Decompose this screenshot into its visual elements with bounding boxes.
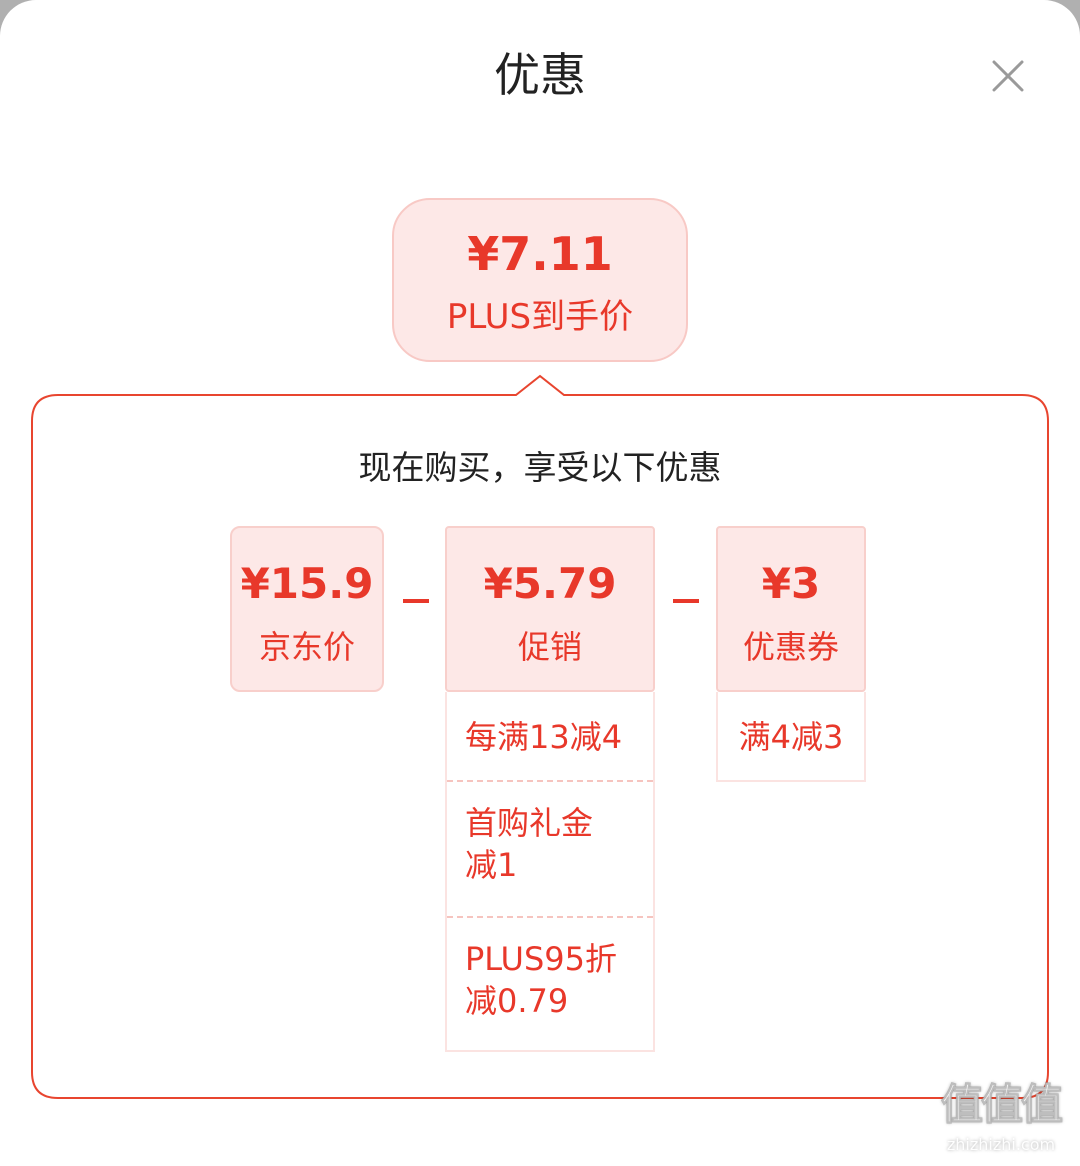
promotion-detail-item: 每满13减4 [447,692,653,782]
watermark: 值值值 zhizhizhi.com [928,1078,1074,1162]
minus-sign [403,599,429,603]
final-price-card: ¥7.11 PLUS到手价 [392,198,688,362]
promotion-label: 促销 [517,628,582,666]
promotion-card: ¥5.79 促销 [445,526,655,692]
final-price-amount: ¥7.11 [467,227,613,281]
promotion-detail-item: PLUS95折 减0.79 [465,940,617,1020]
final-price-label: PLUS到手价 [446,297,634,337]
promotion-detail-item: 首购礼金 减1 [447,782,653,918]
minus-sign [673,599,699,603]
close-button[interactable] [984,52,1032,100]
coupon-detail-item: 满4减3 [738,718,844,756]
coupon-card: ¥3 优惠券 [716,526,866,692]
coupon-label: 优惠券 [742,628,839,666]
coupon-detail-list: 满4减3 [716,692,866,782]
watermark-logo: 值值值 [940,1080,1063,1130]
jd-price-card: ¥15.9 京东价 [230,526,384,692]
promotion-detail-list: 每满13减4 首购礼金 减1 PLUS95折 减0.79 [445,692,655,1052]
promotion-amount: ¥5.79 [483,559,617,608]
breakdown-subtitle: 现在购买，享受以下优惠 [358,448,722,487]
sheet-title: 优惠 [494,48,586,102]
coupon-amount: ¥3 [761,559,821,608]
close-icon [992,60,1024,92]
jd-price-amount: ¥15.9 [240,559,374,608]
watermark-site: zhizhizhi.com [946,1135,1056,1154]
jd-price-label: 京东价 [258,628,355,666]
